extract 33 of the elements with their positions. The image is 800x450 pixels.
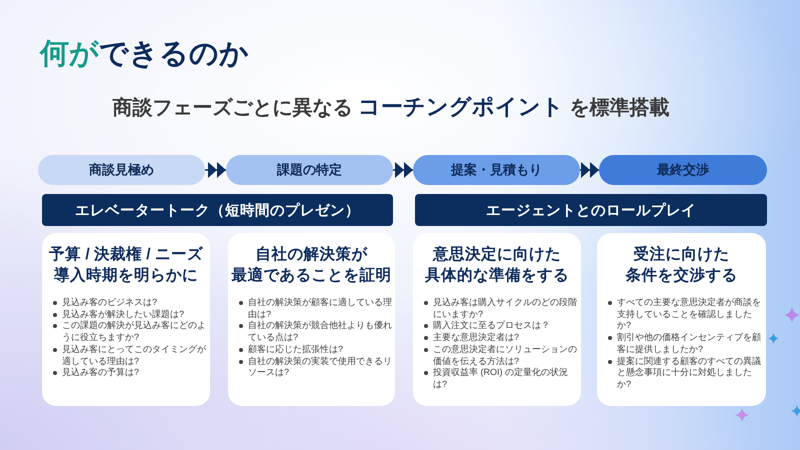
card-heading: 自社の解決策が最適であることを証明 — [230, 244, 392, 286]
bullet-text: 提案に関連する顧客のすべての異議と懸念事項に十分に対処しましたか? — [617, 356, 761, 391]
bullet-text: 自社の解決策の実装で使用できるリソースは? — [248, 356, 392, 379]
subtitle: 商談フェーズごとに異なる コーチングポイント を標準搭載 — [111, 93, 671, 121]
bullet-text: この課題の解決が見込み客にどのように役立ちますか? — [62, 320, 206, 344]
card — [597, 233, 766, 406]
card-heading: 意思決定に向けた具体的な準備をする — [424, 244, 570, 286]
card — [413, 233, 581, 406]
bullet-text: 主要な意思決定者は? — [433, 332, 520, 344]
banner: エレベータートーク（短時間のプレゼン） — [42, 194, 393, 226]
bullet-text: 自社の解決策が競合他社よりも優れている点は? — [248, 320, 392, 344]
bullet-text: 割引や他の価格インセンティブを顧客に提供しましたか? — [617, 332, 761, 356]
stage-box: 商談見極め — [38, 155, 205, 185]
bullet-text: 見込み客のビジネスは? — [62, 297, 158, 309]
stage-box: 最終交渉 — [599, 155, 767, 185]
bullet-text: 見込み客にとってこのタイミングが適している理由は? — [62, 344, 206, 368]
card-heading: 予算 / 決裁権 / ニーズ導入時期を明らかに — [48, 245, 204, 286]
bullet-text: 見込み客は購入サイクルのどの段階にいますか? — [433, 297, 577, 320]
card — [42, 233, 210, 406]
card — [228, 233, 395, 406]
bullet-text: 顧客に応じた拡張性は? — [248, 344, 344, 356]
bullet-text: この意思決定者にソリューションの価値を伝える方法は? — [433, 344, 577, 368]
bullet-text: 見込み客が解決したい課題は? — [62, 308, 186, 320]
stage-box: 課題の特定 — [226, 155, 393, 185]
stage-box: 提案・見積もり — [413, 155, 580, 185]
bullet-text: 見込み客の予算は? — [62, 367, 140, 379]
bullet-text: 購入注文に至るプロセスは？ — [433, 320, 551, 332]
bullet-text: 投資収益率 (ROI) の定量化の状況は? — [433, 367, 569, 391]
banner: エージェントとのロールプレイ — [415, 194, 767, 226]
bullet-text: すべての主要な意思決定者が商談を支持していることを確認しましたか? — [617, 297, 761, 332]
title: 何ができるのか — [40, 37, 249, 72]
bullet-text: 自社の解決策が顧客に適している理由は? — [248, 297, 392, 320]
card-heading: 受注に向けた条件を交渉する — [624, 244, 738, 286]
